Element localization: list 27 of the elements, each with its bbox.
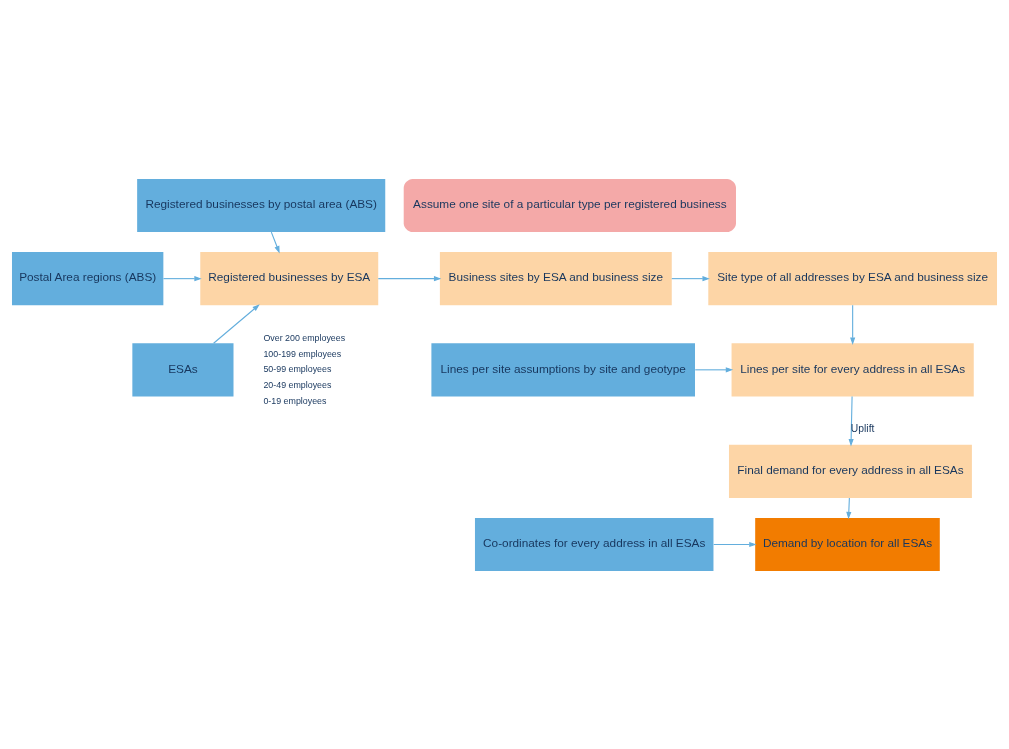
node-box: ESAs (132, 342, 234, 396)
arrow (377, 275, 442, 281)
node-box: Registered businesses by postal area (ABS) (137, 178, 386, 232)
node-box: Final demand for every address in all ESAs (728, 444, 972, 498)
node-box: Assume one site of a particular type per registered business (403, 178, 736, 232)
node-box: Registered businesses by ESA (200, 251, 379, 305)
node-box: Site type of all addresses by ESA and business size (708, 251, 997, 305)
arrow (162, 275, 202, 281)
arrow (270, 231, 280, 253)
arrow (213, 303, 260, 344)
node-box: Lines per site for every address in all ESAs (731, 342, 974, 396)
label: 50-99 employees (263, 363, 332, 374)
node-box: Demand by location for all ESAs (755, 517, 940, 571)
arrow (850, 304, 856, 345)
arrow (848, 395, 854, 446)
label: 0-19 employees (263, 395, 327, 405)
node-box: Postal Area regions (ABS) (12, 251, 164, 305)
label: 20-49 employees (263, 379, 332, 390)
arrow (713, 541, 757, 547)
label: 100-199 employees (263, 348, 342, 359)
node-box: Co-ordinates for every address in all ESAs (474, 517, 714, 571)
node-box: Lines per site assumptions by site and geotype (431, 342, 695, 396)
label: Over 200 employees (263, 332, 346, 343)
arrow (671, 275, 710, 281)
arrow (694, 366, 734, 372)
arrow (846, 496, 852, 519)
node-box: Business sites by ESA and business size (439, 251, 672, 305)
